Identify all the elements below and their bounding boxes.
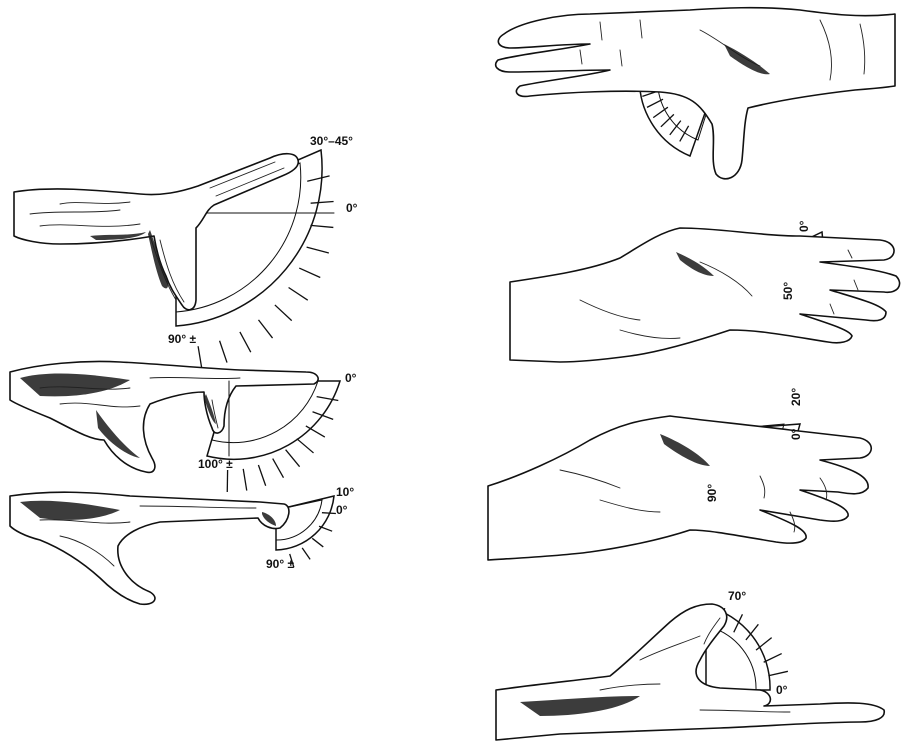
goniometer-tick	[312, 538, 323, 547]
goniometer-tick	[302, 548, 310, 560]
label-a-30-45: 30°–45°	[310, 134, 353, 148]
goniometer-tick	[299, 268, 320, 277]
goniometer-tick	[307, 247, 329, 253]
goniometer-tick	[198, 346, 202, 369]
goniometer-tick	[220, 341, 227, 363]
label-c-10: 10°	[336, 485, 354, 499]
label-g-0: 0°	[776, 683, 788, 697]
goniometer-tick	[322, 513, 336, 514]
hand-d-outline	[496, 8, 895, 179]
panel-e-wrist: 0° 50°	[510, 220, 900, 362]
goniometer-tick	[275, 305, 292, 321]
label-f-90: 90°	[705, 484, 719, 502]
panel-c-dip-flexion: 10° 0° 90° ±	[10, 485, 354, 604]
panel-a-mp-flexion: 30°–45° 0° 90° ±	[14, 134, 358, 369]
panel-b-pip-flexion: 0° 100° ±	[10, 361, 357, 491]
goniometer-tick	[240, 332, 251, 352]
goniometer-tick	[297, 439, 314, 453]
goniometer-tick	[289, 288, 308, 301]
label-a-90: 90° ±	[168, 332, 196, 346]
panel-d-thumb	[496, 8, 895, 179]
label-b-0: 0°	[345, 371, 357, 385]
goniometer-tick	[273, 459, 284, 478]
label-c-0: 0°	[336, 503, 348, 517]
panel-g-thumb-ip: 70° 0°	[496, 589, 884, 740]
goniometer-tick	[258, 465, 265, 486]
label-e-0: 0°	[797, 220, 811, 232]
goniometer-tick	[286, 450, 300, 467]
label-g-70: 70°	[728, 589, 746, 603]
goniometer-tick	[243, 469, 247, 491]
goniometer-tick	[764, 654, 782, 663]
goniometer-tick	[258, 320, 272, 338]
label-f-20: 20°	[789, 388, 803, 406]
label-a-0: 0°	[346, 201, 358, 215]
goniometer-tick	[306, 426, 325, 437]
goniometer-tick	[310, 225, 333, 227]
label-e-50: 50°	[781, 282, 795, 300]
hand-f-outline	[488, 416, 871, 560]
hand-g-outline	[496, 604, 884, 740]
panel-f-abduction: 20° 0° 90°	[488, 388, 871, 560]
label-c-90: 90° ±	[266, 557, 294, 571]
label-b-100: 100° ±	[198, 457, 233, 471]
hand-e-outline	[510, 228, 900, 362]
goniometer-tick	[768, 671, 787, 675]
label-f-0: 0°	[789, 428, 803, 440]
